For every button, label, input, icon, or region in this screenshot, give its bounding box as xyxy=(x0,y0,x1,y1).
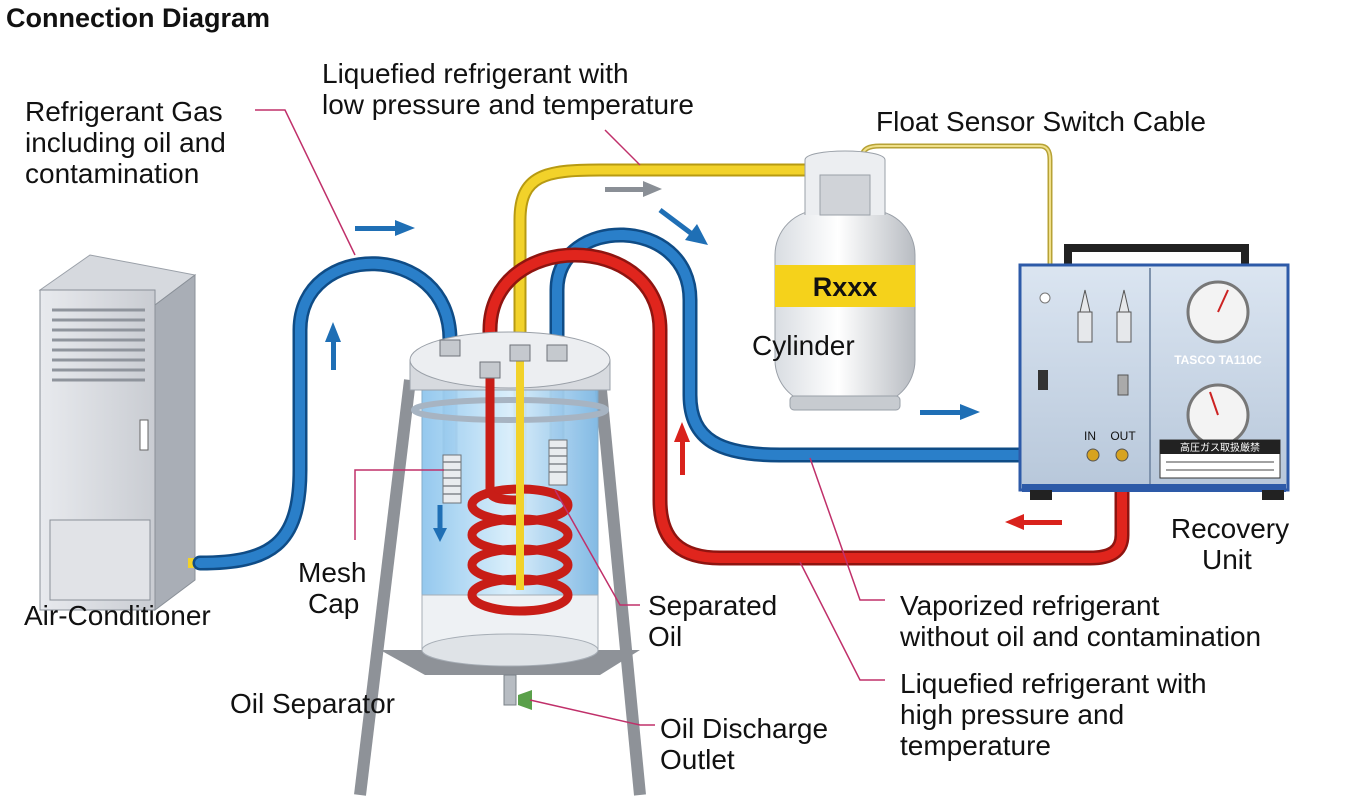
label-line: Oil xyxy=(648,621,683,652)
arrow-blue-up xyxy=(325,322,341,370)
label-line: without oil and contamination xyxy=(900,621,1262,652)
mesh-cap-right xyxy=(548,439,568,486)
arrow-grey-right xyxy=(605,181,662,197)
label-liquefied-high: Liquefied refrigerant with high pressure… xyxy=(900,668,1207,761)
diagram-title: Connection Diagram xyxy=(6,3,271,33)
label-line: Cap xyxy=(308,588,360,619)
label-line: Recovery xyxy=(1170,513,1290,544)
arrow-blue-right-unit xyxy=(920,404,980,420)
unit-out-label: OUT xyxy=(1110,429,1136,443)
label-vaporized: Vaporized refrigerant without oil and co… xyxy=(900,590,1261,652)
label-line: Liquefied refrigerant with xyxy=(322,58,629,89)
unit-valve-left[interactable] xyxy=(1077,289,1093,343)
leader-liquefied-high xyxy=(799,561,885,681)
label-line: temperature xyxy=(900,730,1051,761)
label-mesh-cap: Mesh Cap xyxy=(298,557,366,619)
arrow-blue-diagonal xyxy=(658,208,708,245)
unit-power-switch[interactable] xyxy=(1038,370,1048,390)
red-return-hose xyxy=(482,247,1130,566)
arrow-blue-right-top xyxy=(355,220,415,236)
unit-in-port[interactable] xyxy=(1086,448,1100,462)
unit-brand-label: TASCO TA110C xyxy=(1174,353,1262,367)
oil-separator xyxy=(354,331,646,796)
refrigerant-cylinder: Rxxx xyxy=(774,150,916,411)
label-cylinder: Cylinder xyxy=(752,330,855,361)
label-recovery-unit: Recovery Unit xyxy=(1160,513,1300,575)
label-line: Vaporized refrigerant xyxy=(900,590,1160,621)
air-conditioner xyxy=(38,254,202,611)
leader-oil-discharge xyxy=(529,699,655,726)
arrow-red-up xyxy=(674,422,690,475)
label-separated-oil: Separated Oil xyxy=(648,590,777,652)
leader-refrigerant-gas xyxy=(255,109,356,256)
recovery-unit: TASCO TA110C 高圧ガス取扱厳禁 IN OUT xyxy=(1018,244,1290,500)
arrow-red-left xyxy=(1005,514,1062,530)
unit-out-port[interactable] xyxy=(1115,448,1129,462)
blue-inlet-hose xyxy=(192,256,458,571)
leader-separated-oil xyxy=(554,489,640,606)
label-line: including oil and xyxy=(25,127,226,158)
label-refrigerant-gas: Refrigerant Gas including oil and contam… xyxy=(25,96,226,189)
unit-in-label: IN xyxy=(1084,429,1096,443)
label-line: low pressure and temperature xyxy=(322,89,694,120)
flow-arrows xyxy=(325,181,1062,530)
leader-liquefied-low xyxy=(604,129,641,166)
label-line: Outlet xyxy=(660,744,735,775)
label-air-conditioner: Air-Conditioner xyxy=(24,600,211,631)
label-line: Mesh xyxy=(298,557,367,588)
label-line: Liquefied refrigerant with xyxy=(900,668,1207,699)
label-line: contamination xyxy=(25,158,200,189)
label-line: Unit xyxy=(1202,544,1252,575)
mesh-cap-left xyxy=(442,454,462,504)
label-oil-discharge: Oil Discharge Outlet xyxy=(660,713,828,775)
label-line: Oil Discharge xyxy=(660,713,829,744)
label-float-sensor: Float Sensor Switch Cable xyxy=(876,106,1206,137)
label-line: high pressure and xyxy=(900,699,1125,730)
label-line: Refrigerant Gas xyxy=(25,96,223,127)
leader-vaporized xyxy=(809,457,885,601)
leader-mesh-cap xyxy=(354,469,444,540)
unit-valve-right[interactable] xyxy=(1116,289,1132,343)
unit-warning-plate: 高圧ガス取扱厳禁 xyxy=(1180,441,1260,454)
label-liquefied-low: Liquefied refrigerant with low pressure … xyxy=(322,58,694,120)
cylinder-band-label: Rxxx xyxy=(813,272,878,302)
label-oil-separator: Oil Separator xyxy=(230,688,395,719)
label-line: Separated xyxy=(648,590,778,621)
leader-lines xyxy=(255,109,885,726)
